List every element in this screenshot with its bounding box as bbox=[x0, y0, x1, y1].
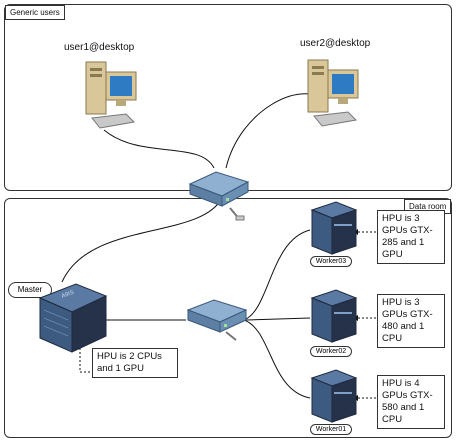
worker01-note: HPU is 4 GPUs GTX-580 and 1 CPU bbox=[377, 375, 445, 429]
user1-label: user1@desktop bbox=[64, 42, 135, 53]
link-user1-switch bbox=[103, 129, 215, 169]
desktop-computer-icon bbox=[307, 59, 359, 127]
generic-users-zone-label: Generic users bbox=[5, 5, 65, 20]
worker03-label: Worker03 bbox=[310, 256, 352, 267]
server-icon bbox=[310, 369, 358, 423]
link-top-switch-master bbox=[61, 197, 223, 283]
link-switch-worker01 bbox=[243, 319, 311, 399]
worker03-note: HPU is 3 GPUs GTX-285 and 1 GPU bbox=[377, 210, 445, 264]
worker01-label: Worker01 bbox=[310, 424, 352, 435]
server-icon bbox=[310, 201, 358, 255]
link-switch-worker02 bbox=[245, 317, 311, 321]
master-label: Master bbox=[8, 282, 52, 298]
worker02-label: Worker02 bbox=[310, 346, 352, 357]
server-icon bbox=[310, 289, 358, 343]
desktop-computer-icon bbox=[85, 61, 137, 129]
svg-text:A9IS: A9IS bbox=[61, 290, 75, 300]
worker02-note: HPU is 3 GPUs GTX-480 and 1 CPU bbox=[377, 294, 445, 348]
network-switch-icon bbox=[188, 171, 250, 221]
user2-label: user2@desktop bbox=[300, 38, 371, 49]
pointer-master-note bbox=[79, 340, 92, 373]
network-switch-icon bbox=[186, 299, 248, 341]
master-note: HPU is 2 CPUs and 1 GPU bbox=[92, 348, 178, 378]
server-icon: A9IS bbox=[38, 283, 108, 353]
link-switch-worker03 bbox=[243, 229, 311, 321]
